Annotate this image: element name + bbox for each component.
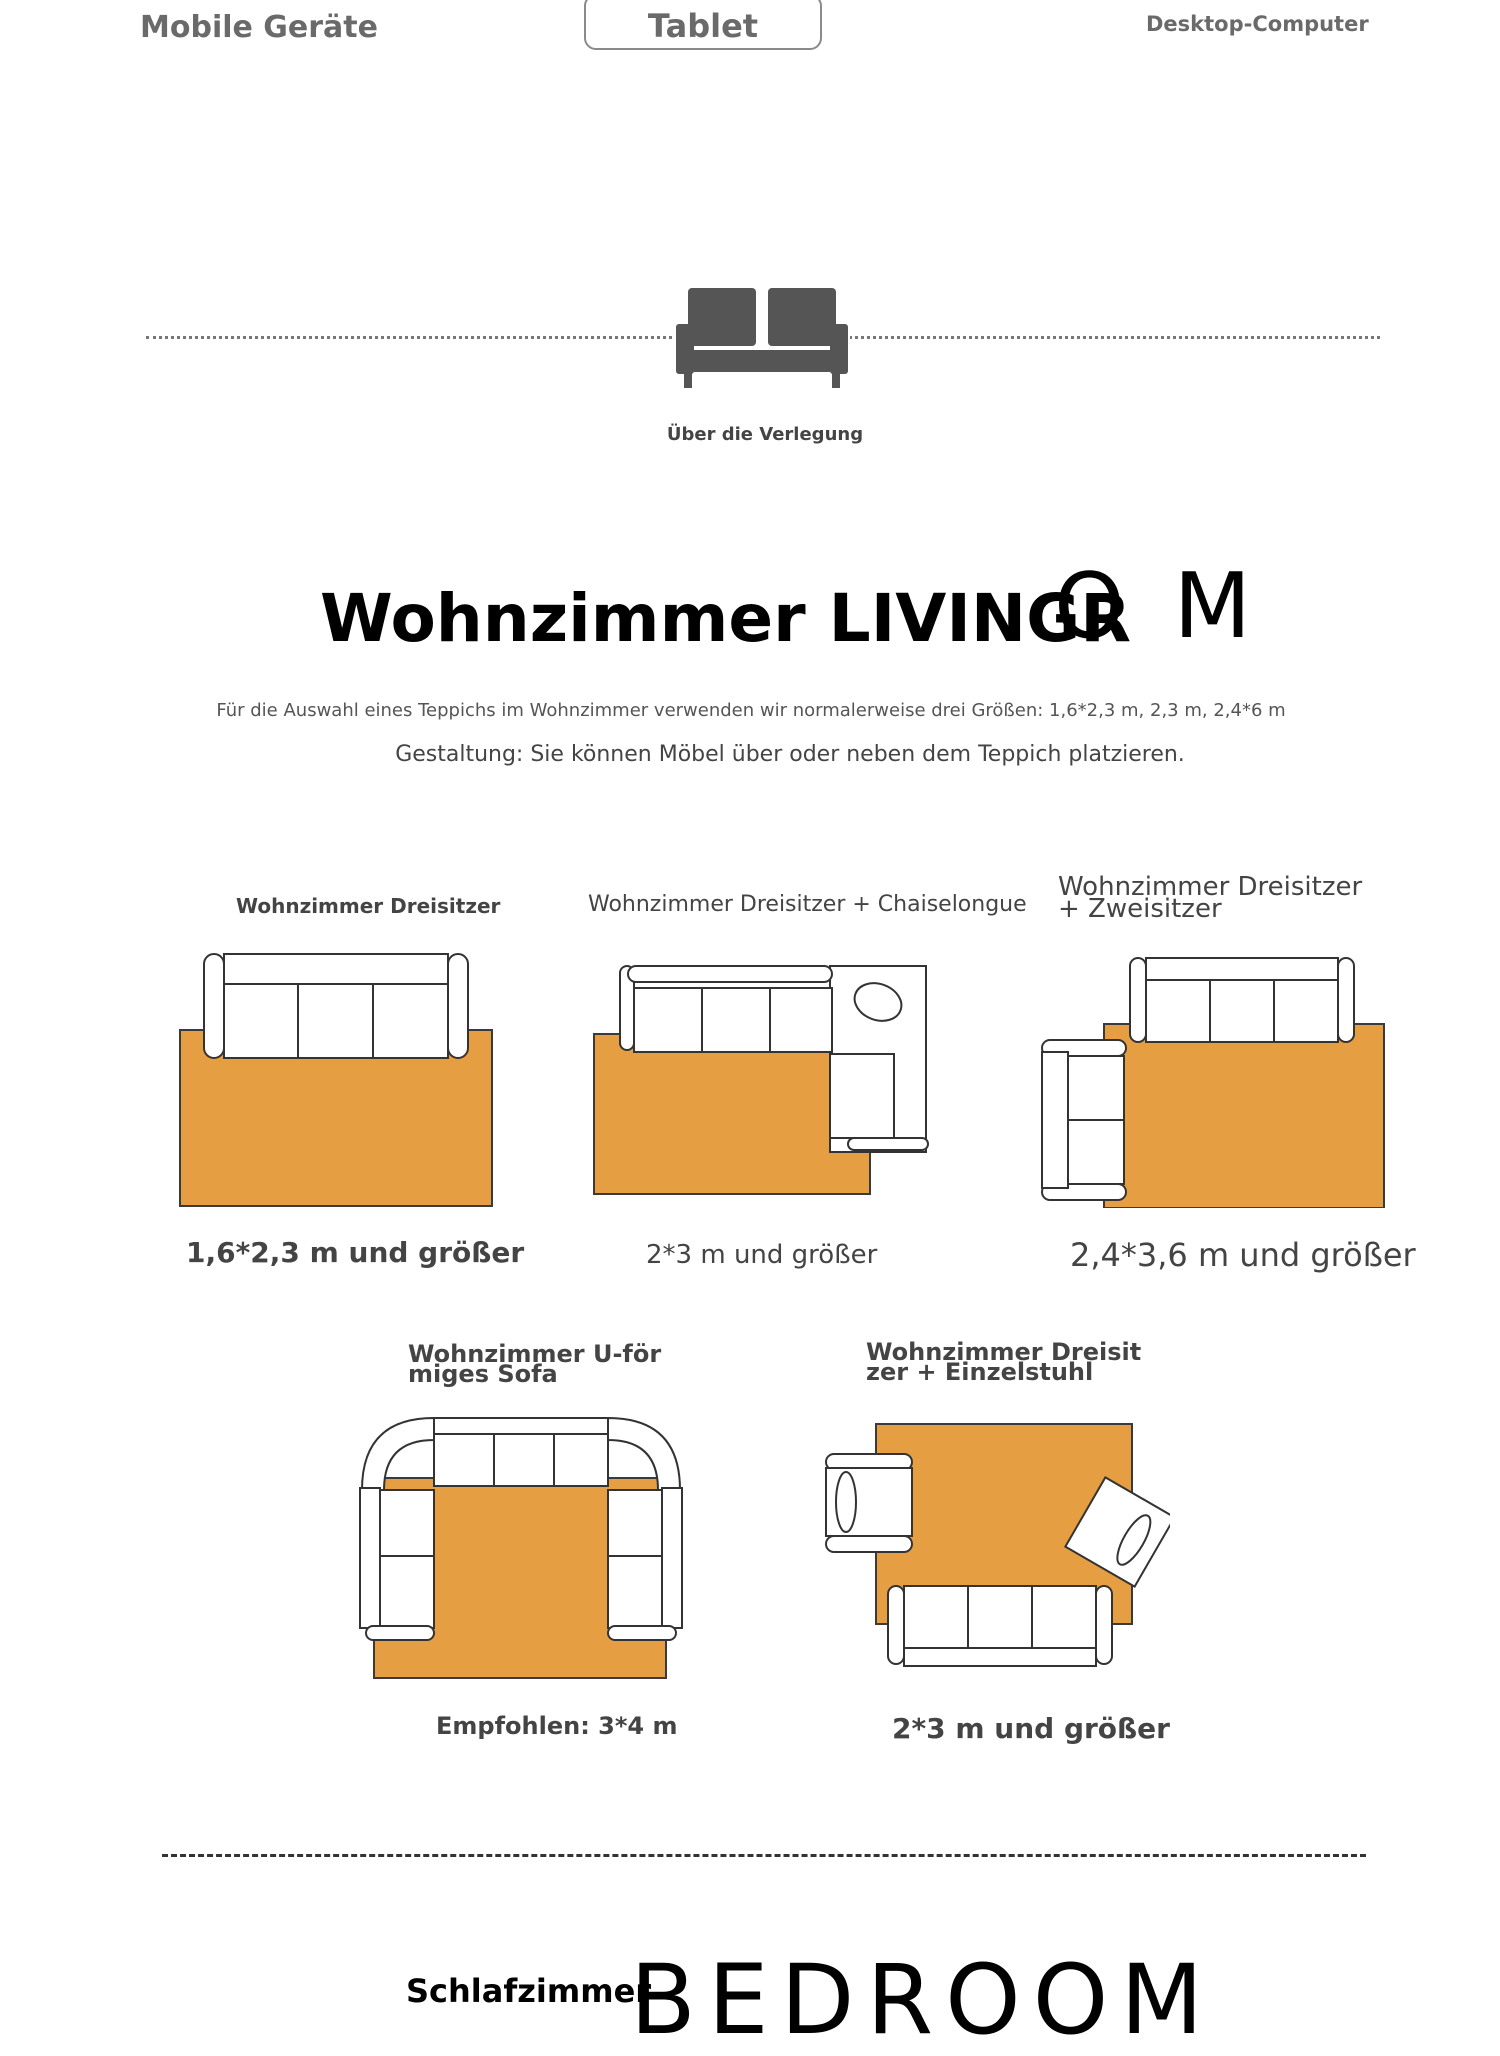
layout-5-size: 2*3 m und größer <box>892 1712 1170 1745</box>
layout-1-label: Wohnzimmer Dreisitzer <box>236 894 501 918</box>
layout-3-illustration <box>1041 957 1385 1208</box>
layout-3-label-line1: Wohnzimmer Dreisitzer <box>1058 872 1363 902</box>
layout-2-illustration <box>593 965 929 1195</box>
layout-5-label: Wohnzimmer Dreisit zer + Einzelstuhl <box>866 1338 1142 1386</box>
layout-4-label-line1: Wohnzimmer U-för <box>408 1340 662 1368</box>
sofa-icon <box>674 284 850 390</box>
layout-4-label: Wohnzimmer U-för miges Sofa <box>408 1340 662 1388</box>
tab-mobile[interactable]: Mobile Geräte <box>140 10 378 45</box>
living-design-note: Gestaltung: Sie können Möbel über oder n… <box>395 742 1185 767</box>
living-description: Für die Auswahl eines Teppichs im Wohnzi… <box>216 700 1286 721</box>
layout-2-label: Wohnzimmer Dreisitzer + Chaiselongue <box>588 892 1027 917</box>
bedroom-label: Schlafzimmer <box>406 1972 652 2010</box>
layout-2-size: 2*3 m und größer <box>646 1240 878 1270</box>
living-title: Wohnzimmer LIVINGR <box>320 580 1132 657</box>
layout-3-label: Wohnzimmer Dreisitzer + Zweisitzer <box>1058 872 1363 924</box>
layout-4-label-line2: miges Sofa <box>408 1360 558 1388</box>
living-title-suffix: O M <box>1054 554 1262 659</box>
layout-3-size: 2,4*3,6 m und größer <box>1070 1236 1416 1274</box>
tab-desktop[interactable]: Desktop-Computer <box>1146 12 1369 36</box>
section-caption: Über die Verlegung <box>666 424 864 445</box>
layout-3-label-line2: + Zweisitzer <box>1058 894 1222 924</box>
layout-1-illustration <box>179 953 493 1207</box>
layout-4-illustration <box>359 1416 683 1679</box>
tab-tablet[interactable]: Tablet <box>584 0 822 50</box>
layout-5-label-line2: zer + Einzelstuhl <box>866 1358 1094 1386</box>
layout-5-illustration <box>825 1423 1170 1667</box>
layout-4-size: Empfohlen: 3*4 m <box>436 1712 678 1740</box>
dashed-divider <box>162 1854 1366 1857</box>
layout-1-size: 1,6*2,3 m und größer <box>186 1236 525 1269</box>
layout-5-label-line1: Wohnzimmer Dreisit <box>866 1338 1142 1366</box>
bedroom-title: BEDROOM <box>630 1944 1216 2056</box>
